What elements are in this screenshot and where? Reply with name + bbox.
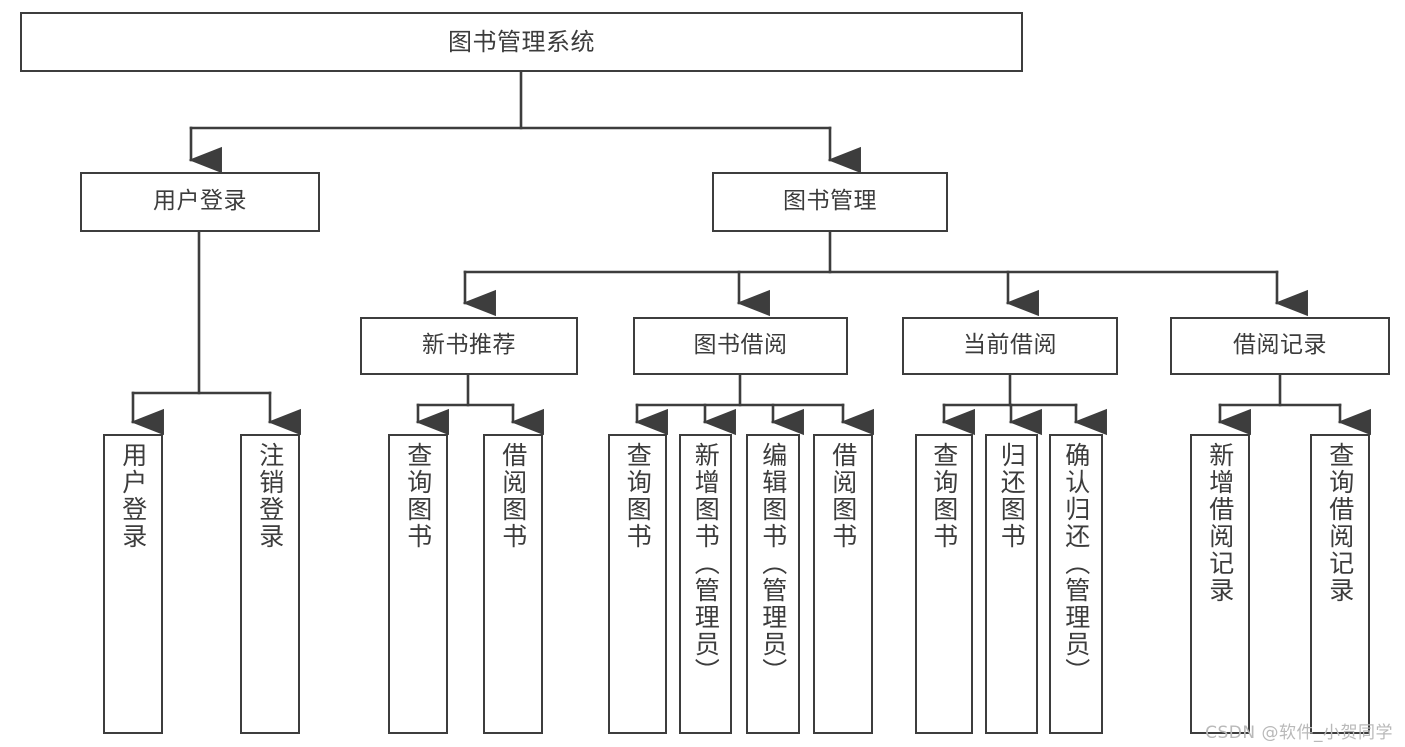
leaf-book-borrow-query[interactable]: 查询图书: [608, 434, 667, 734]
leaf-new-book-borrow[interactable]: 借阅图书: [483, 434, 543, 734]
node-label: 新增图书（管理员）: [691, 442, 721, 685]
node-label: 归还图书: [997, 442, 1027, 550]
node-label: 新书推荐: [422, 332, 516, 359]
node-label: 图书借阅: [693, 332, 788, 359]
node-label: 借阅记录: [1233, 332, 1327, 359]
node-label: 当前借阅: [963, 332, 1057, 359]
node-label: 确认归还（管理员）: [1061, 442, 1091, 685]
leaf-book-borrow-add-admin[interactable]: 新增图书（管理员）: [679, 434, 732, 734]
node-label: 查询借阅记录: [1325, 442, 1355, 604]
leaf-new-book-query[interactable]: 查询图书: [388, 434, 448, 734]
leaf-current-borrow-confirm-admin[interactable]: 确认归还（管理员）: [1049, 434, 1103, 734]
node-label: 借阅图书: [828, 442, 858, 550]
leaf-current-borrow-query[interactable]: 查询图书: [915, 434, 973, 734]
node-label: 图书管理系统: [448, 27, 595, 56]
node-book-borrow[interactable]: 图书借阅: [633, 317, 848, 375]
node-label: 编辑图书（管理员）: [758, 442, 788, 685]
node-label: 查询图书: [623, 442, 653, 550]
node-new-book-recommend[interactable]: 新书推荐: [360, 317, 578, 375]
node-book-management[interactable]: 图书管理: [712, 172, 948, 232]
node-label: 查询图书: [403, 442, 433, 550]
leaf-user-login-login[interactable]: 用户登录: [103, 434, 163, 734]
leaf-user-login-logout[interactable]: 注销登录: [240, 434, 300, 734]
node-label: 注销登录: [255, 442, 285, 550]
node-label: 新增借阅记录: [1205, 442, 1235, 604]
node-root-book-management-system[interactable]: 图书管理系统: [20, 12, 1023, 72]
leaf-book-borrow-borrow[interactable]: 借阅图书: [813, 434, 873, 734]
leaf-borrow-record-add[interactable]: 新增借阅记录: [1190, 434, 1250, 734]
csdn-watermark: CSDN @软件_小贺同学: [1205, 723, 1393, 743]
node-label: 查询图书: [929, 442, 959, 550]
node-label: 用户登录: [118, 442, 148, 550]
node-label: 借阅图书: [498, 442, 528, 550]
node-current-borrow[interactable]: 当前借阅: [902, 317, 1118, 375]
node-label: 用户登录: [153, 188, 247, 215]
leaf-current-borrow-return[interactable]: 归还图书: [985, 434, 1038, 734]
node-user-login[interactable]: 用户登录: [80, 172, 320, 232]
leaf-book-borrow-edit-admin[interactable]: 编辑图书（管理员）: [746, 434, 800, 734]
node-borrow-record[interactable]: 借阅记录: [1170, 317, 1390, 375]
leaf-borrow-record-query[interactable]: 查询借阅记录: [1310, 434, 1370, 734]
node-label: 图书管理: [783, 188, 877, 215]
